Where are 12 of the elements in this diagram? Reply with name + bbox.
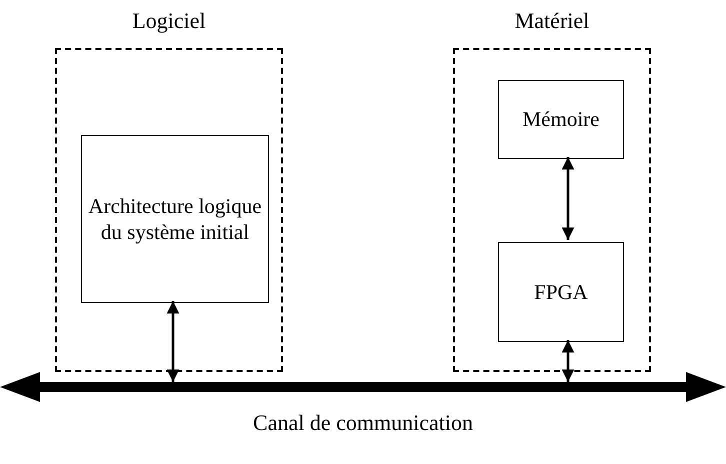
box-label: Mémoire: [522, 106, 600, 134]
double-arrow: [562, 340, 574, 382]
bus-label: Canal de communication: [253, 410, 473, 436]
component-box: [498, 80, 624, 159]
group-heading: Logiciel: [132, 8, 206, 34]
box-label: Architecture logique du système initial: [87, 192, 263, 246]
box-label: FPGA: [533, 278, 589, 306]
group-heading: Matériel: [514, 8, 590, 34]
double-arrow: [166, 301, 180, 382]
component-box: [498, 242, 624, 342]
double-arrow: [562, 157, 574, 240]
component-box: [81, 135, 269, 303]
